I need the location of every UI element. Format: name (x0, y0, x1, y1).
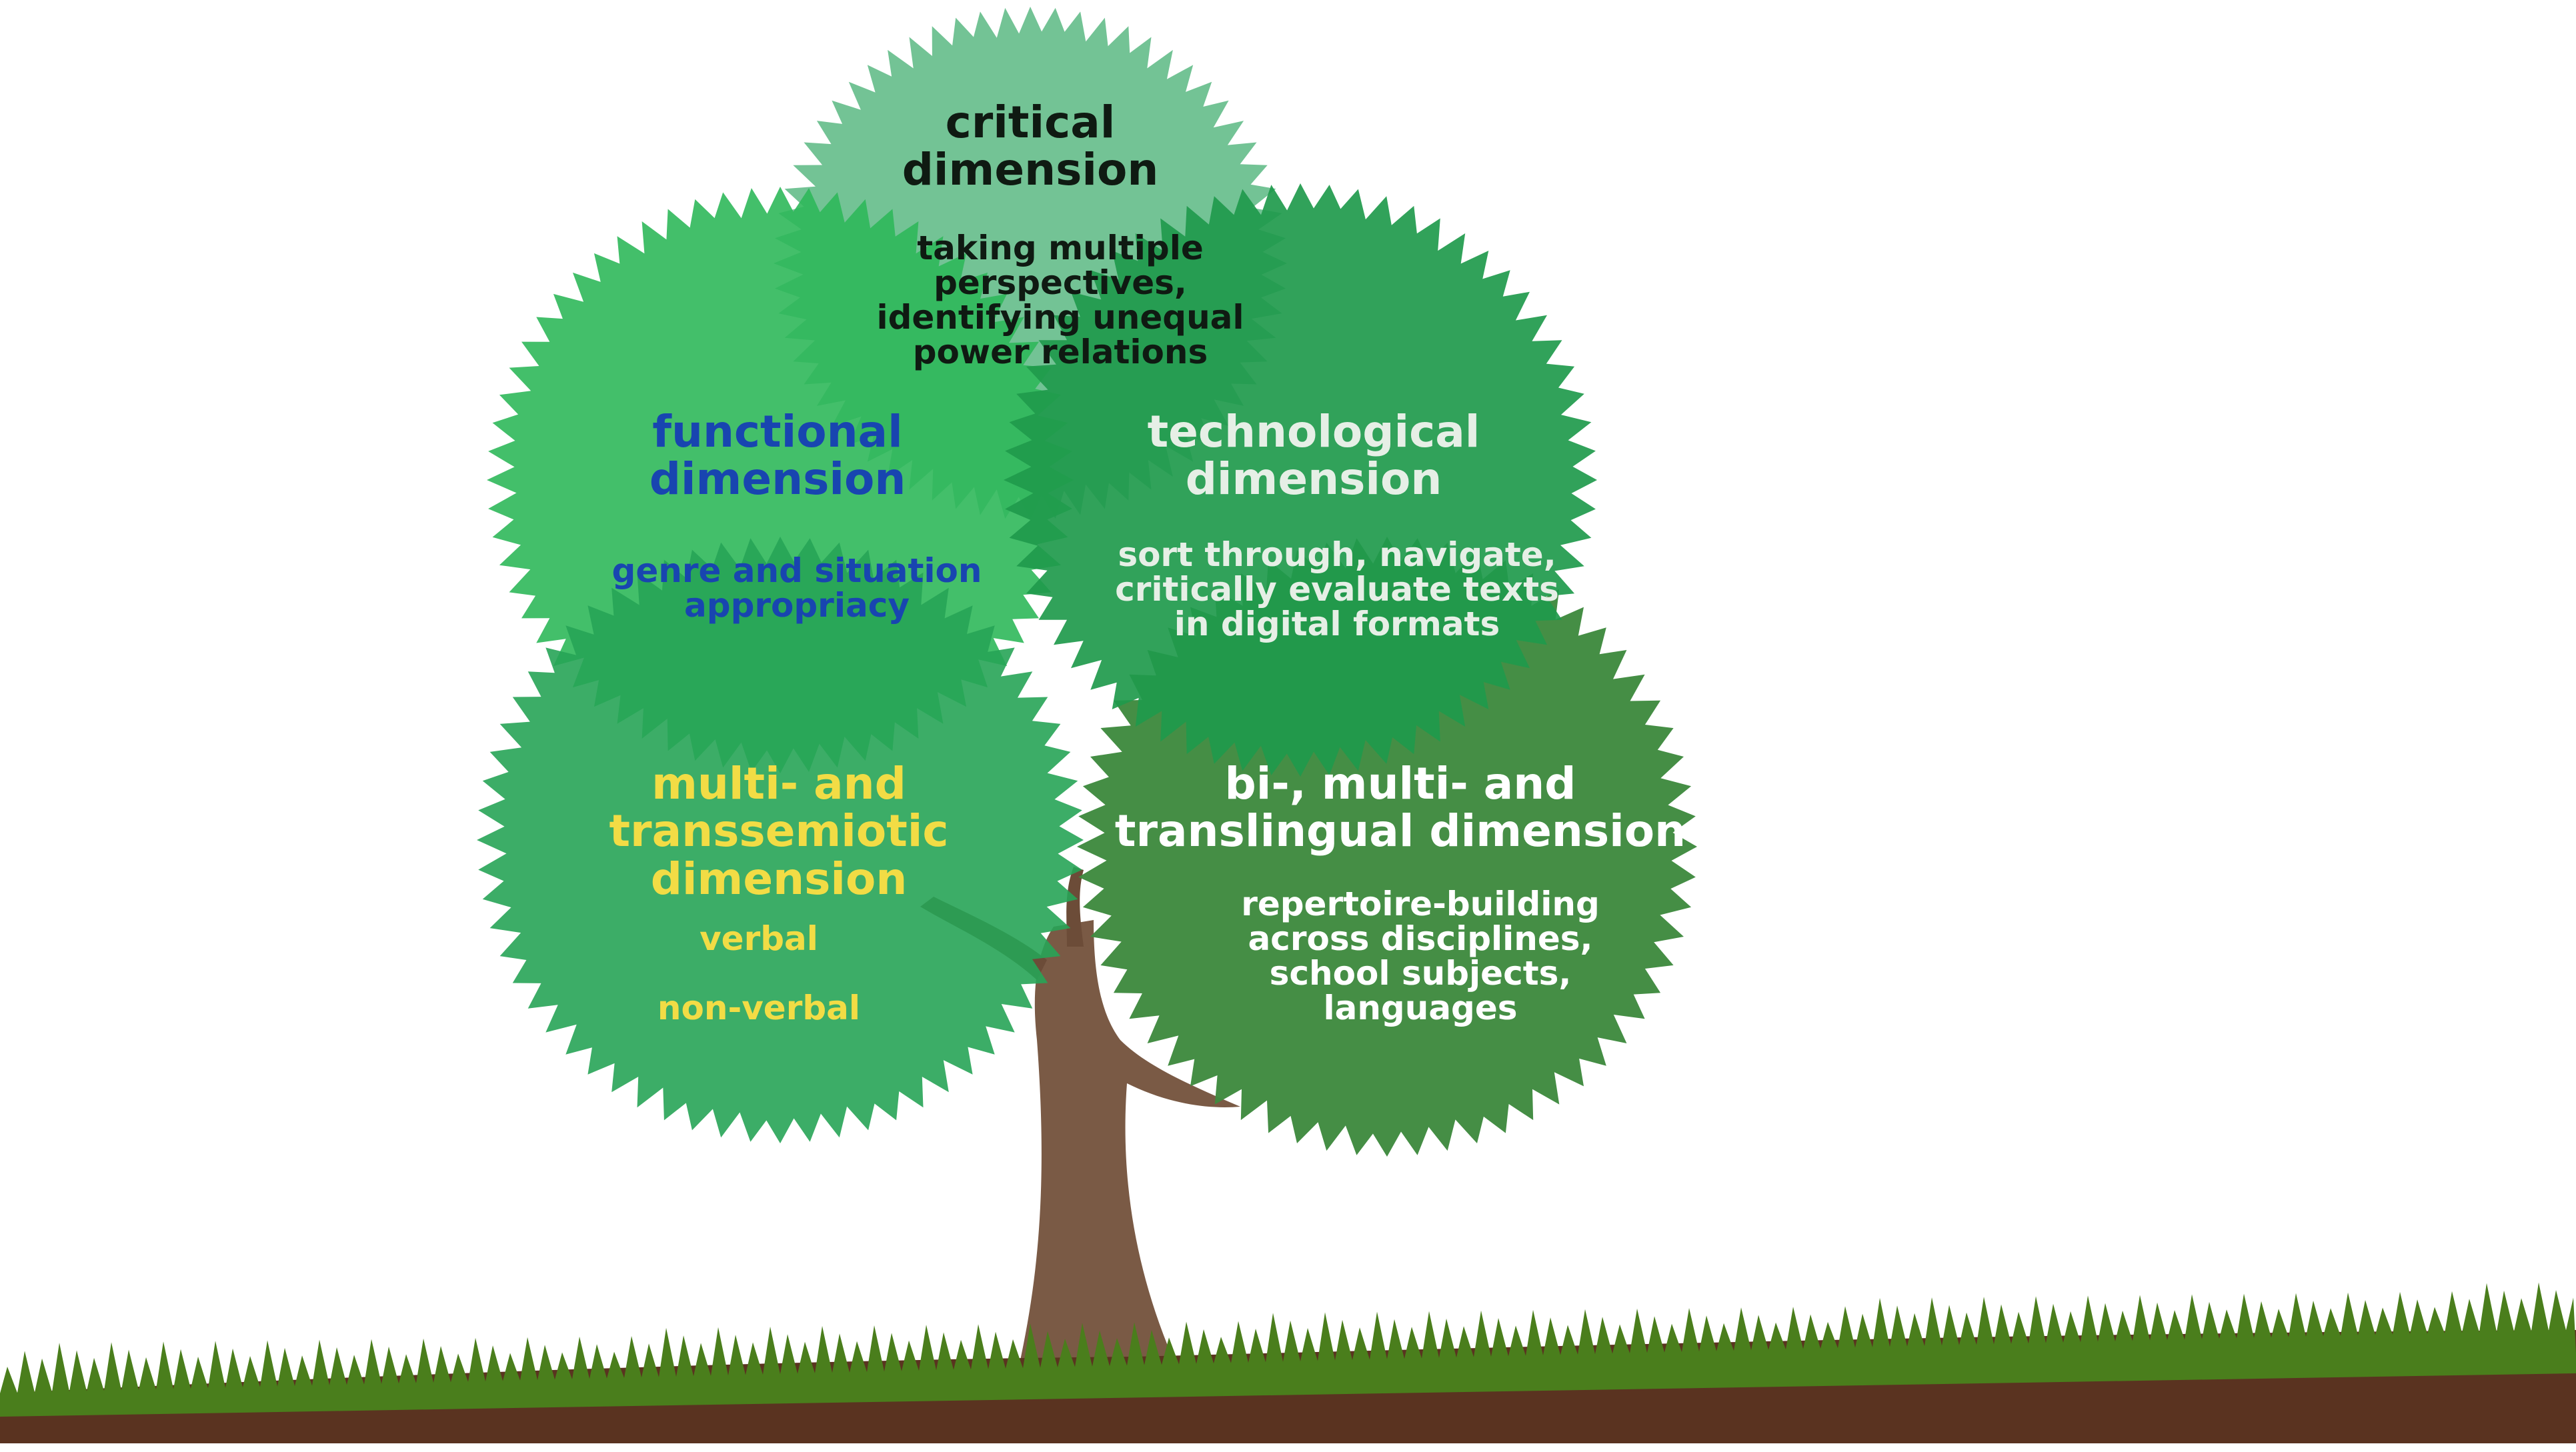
critical-dimension-description: taking multiple perspectives, identifyin… (876, 229, 1244, 371)
grass (0, 1282, 2576, 1417)
multimodal-dimension-title: multi- and transsemiotic dimension (609, 758, 949, 905)
technological-dimension-description: sort through, navigate, critically evalu… (1115, 535, 1559, 643)
crown-technological (1004, 183, 1597, 777)
lingual-dimension-description: repertoire-building across disciplines, … (1241, 885, 1600, 1027)
ground-bottom-line (0, 1443, 2576, 1452)
functional-dimension-title: functional dimension (649, 406, 906, 505)
functional-dimension-description: genre and situation appropriacy (611, 551, 982, 625)
crown-multimodal (477, 537, 1084, 1143)
lingual-dimension-title: bi-, multi- and translingual dimension (1114, 758, 1686, 857)
multimodal-non-verbal-label: non-verbal (657, 989, 861, 1027)
ground (0, 1282, 2576, 1452)
multimodal-verbal-label: verbal (700, 919, 818, 958)
critical-dimension-title: critical dimension (902, 97, 1159, 196)
technological-dimension-title: technological dimension (1147, 406, 1480, 505)
